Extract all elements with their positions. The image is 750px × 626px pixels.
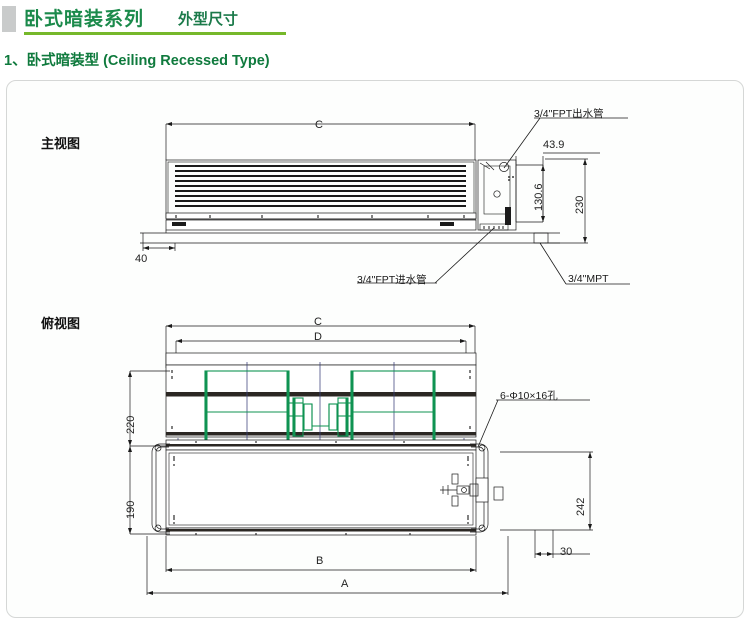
header-swatch-icon	[2, 6, 16, 32]
top-dim-30: 30	[560, 546, 573, 558]
front-dim-C: C	[315, 119, 323, 131]
header-divider	[24, 32, 286, 35]
page-header: 卧式暗装系列 外型尺寸	[0, 0, 750, 42]
top-view-label: 俯视图	[41, 316, 81, 331]
page-title: 卧式暗装系列	[24, 9, 145, 30]
callout-outlet-pipe: 3/4"FPT出水管	[534, 108, 604, 120]
top-dim-C: C	[314, 316, 322, 328]
front-view-label: 主视图	[41, 136, 81, 151]
top-dim-190: 190	[125, 500, 137, 519]
top-dim-242: 242	[575, 497, 587, 516]
front-dim-40: 40	[135, 253, 148, 265]
top-dim-D: D	[314, 331, 322, 343]
page-subtitle: 外型尺寸	[178, 11, 239, 28]
callout-inlet-pipe: 3/4"FPT进水管	[357, 274, 427, 286]
front-dim-130-6: 130.6	[533, 183, 545, 211]
drawing-frame	[6, 80, 744, 618]
callout-drain: 3/4"MPT	[568, 273, 609, 285]
section-heading: 1、卧式暗装型 (Ceiling Recessed Type)	[4, 53, 270, 69]
callout-mounting-holes: 6-Φ10×16孔	[500, 390, 558, 402]
top-dim-A: A	[341, 578, 349, 590]
front-dim-230: 230	[574, 195, 586, 214]
top-dim-B: B	[316, 555, 324, 567]
top-dim-220: 220	[125, 415, 137, 434]
front-dim-43-9: 43.9	[543, 139, 565, 151]
